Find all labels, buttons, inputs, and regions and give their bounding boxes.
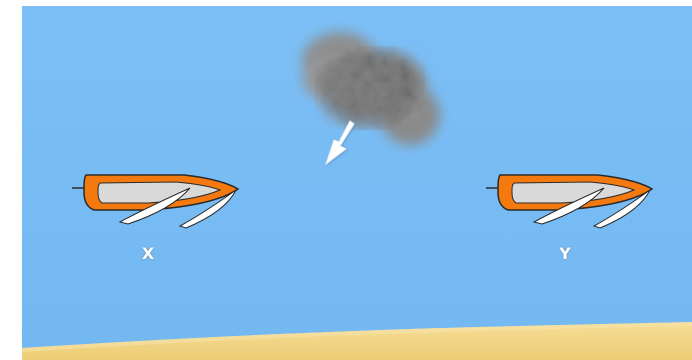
boat-label-x: X bbox=[128, 246, 168, 262]
boat-label-y: Y bbox=[545, 246, 585, 262]
